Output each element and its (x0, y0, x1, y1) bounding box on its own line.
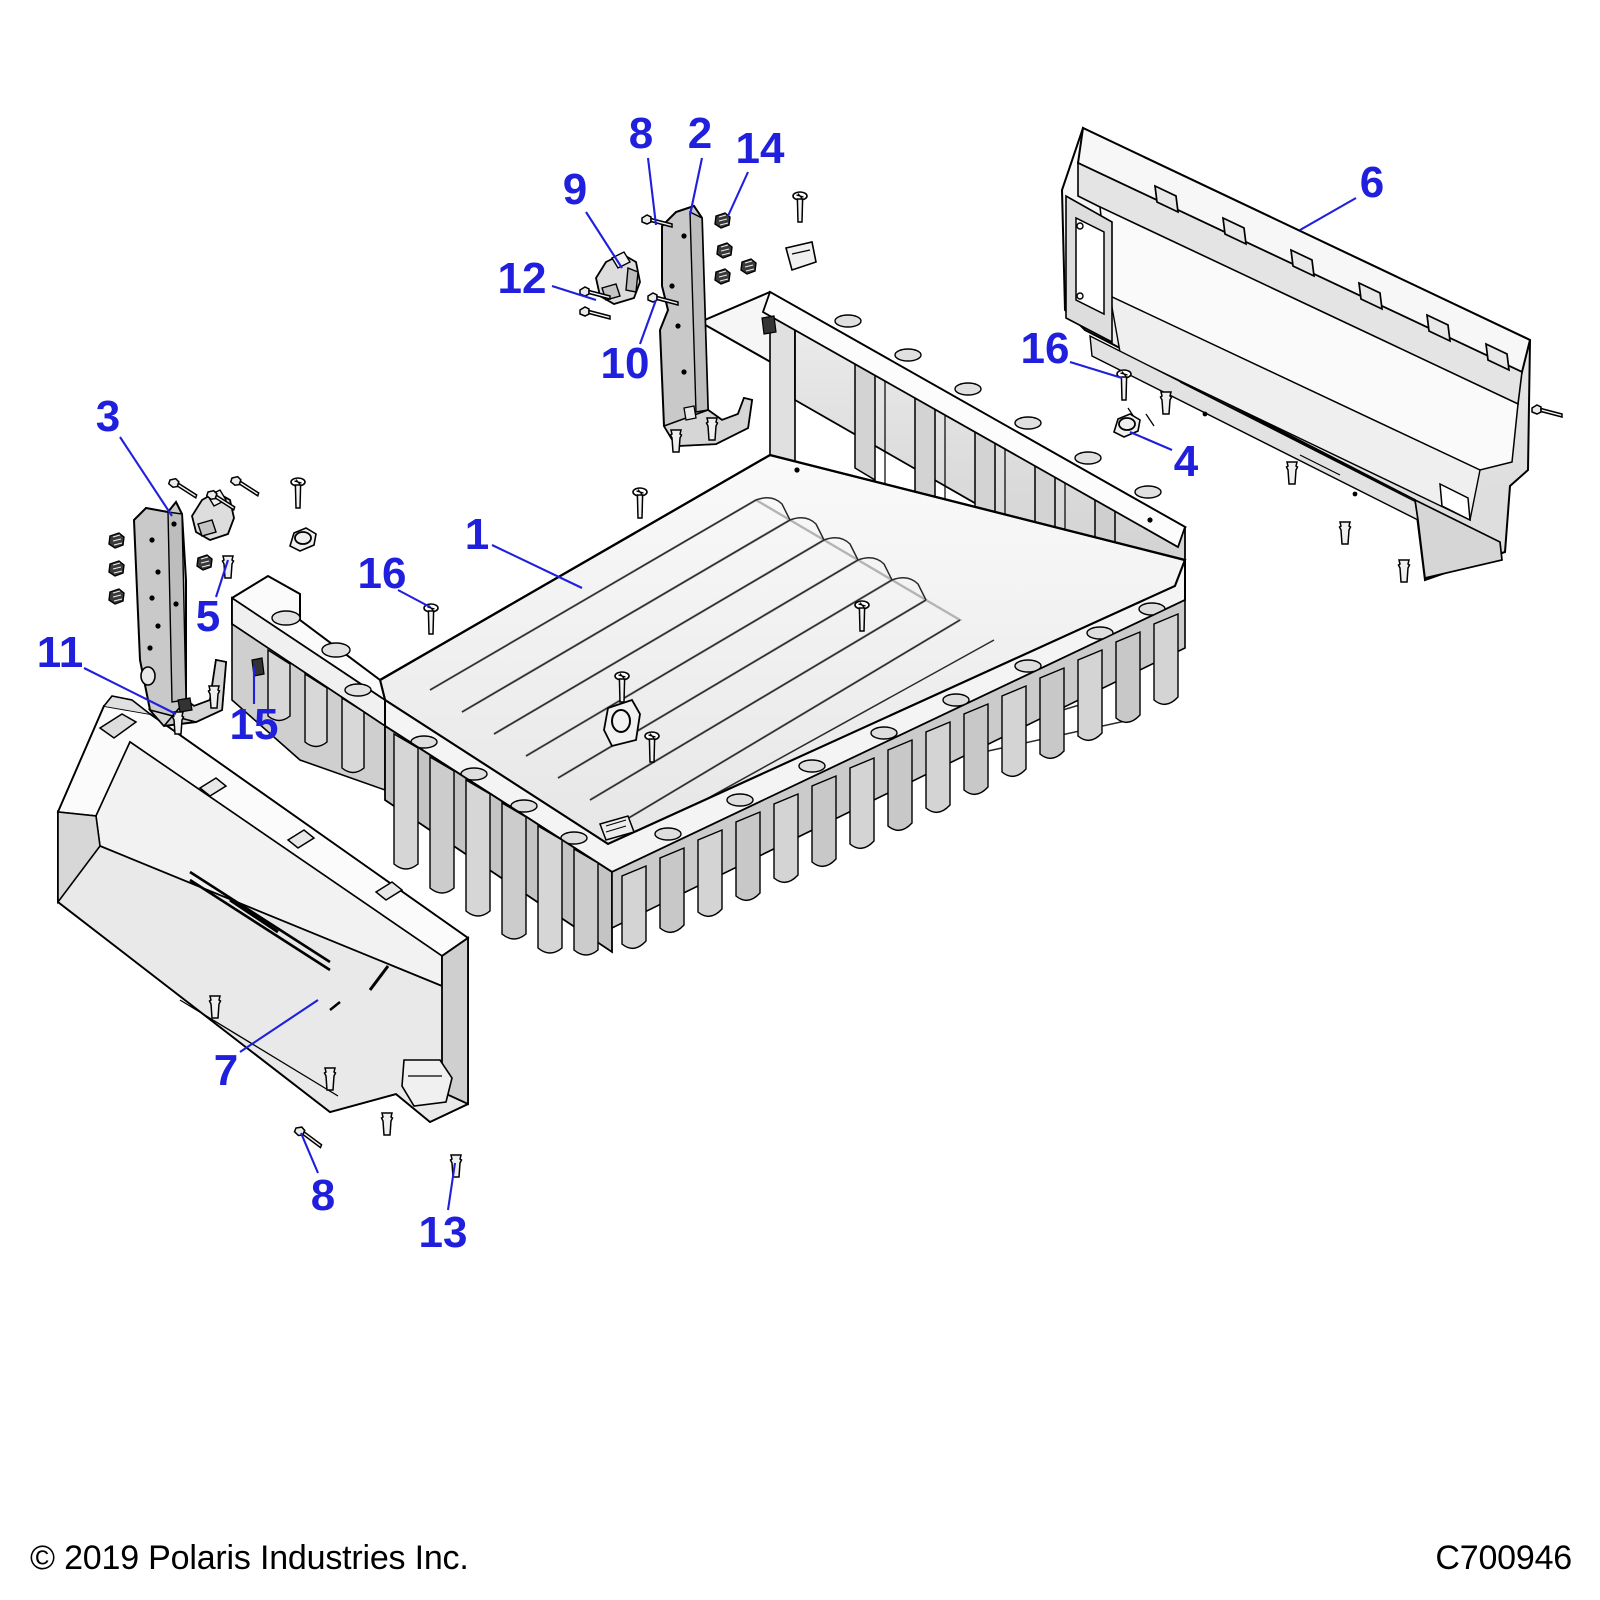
callout-10: 10 (600, 339, 650, 388)
leader-line-11 (83, 667, 177, 715)
callout-15: 15 (229, 700, 279, 749)
clip-nuts-top (714, 212, 757, 285)
callout-6: 6 (1359, 158, 1385, 207)
floor-tiedown (603, 698, 641, 748)
callout-12: 12 (497, 254, 547, 303)
leader-line-13 (446, 1162, 457, 1211)
callout-16: 16 (357, 549, 407, 598)
leader-line-2 (688, 157, 704, 216)
leader-line-4 (1129, 431, 1173, 451)
part-6-side-panel-right (1060, 126, 1532, 582)
callout-8: 8 (310, 1171, 336, 1220)
callout-16: 16 (1020, 324, 1070, 373)
sheet-footer: © 2019 Polaris Industries Inc. C700946 (0, 1510, 1600, 1600)
callout-2: 2 (687, 109, 713, 158)
callout-3: 3 (95, 392, 121, 441)
leader-line-14 (727, 171, 749, 217)
callout-5: 5 (195, 592, 221, 641)
part-3-bracket-vertical-left (132, 500, 228, 728)
part-1-cargo-box-main (231, 290, 1188, 956)
leader-line-6 (1299, 197, 1357, 231)
leader-line-16 (1069, 360, 1123, 380)
copyright-notice: © 2019 Polaris Industries Inc. (30, 1539, 469, 1577)
callout-1: 1 (464, 510, 490, 559)
part-2-bracket-vertical-right (658, 204, 754, 448)
leader-line-9 (585, 211, 623, 269)
callout-9: 9 (562, 165, 588, 214)
part-7-side-panel-left (56, 695, 470, 1124)
fastener-group-top (579, 191, 817, 453)
leader-line-10 (639, 299, 657, 345)
leader-line-5 (215, 559, 229, 598)
leader-lines (83, 157, 1357, 1211)
leader-line-8 (300, 1132, 319, 1174)
callout-8: 8 (628, 109, 654, 158)
callout-4: 4 (1173, 437, 1199, 486)
leader-line-16 (397, 589, 431, 608)
callout-11: 11 (36, 628, 84, 677)
callout-7: 7 (213, 1046, 239, 1095)
document-id: C700946 (1435, 1539, 1572, 1577)
callout-13: 13 (418, 1208, 468, 1257)
leader-line-7 (239, 999, 319, 1053)
leader-line-3 (119, 436, 173, 517)
leader-line-1 (491, 544, 583, 589)
callout-14: 14 (735, 124, 785, 173)
leader-line-8 (646, 157, 658, 226)
leader-line-12 (551, 284, 597, 302)
